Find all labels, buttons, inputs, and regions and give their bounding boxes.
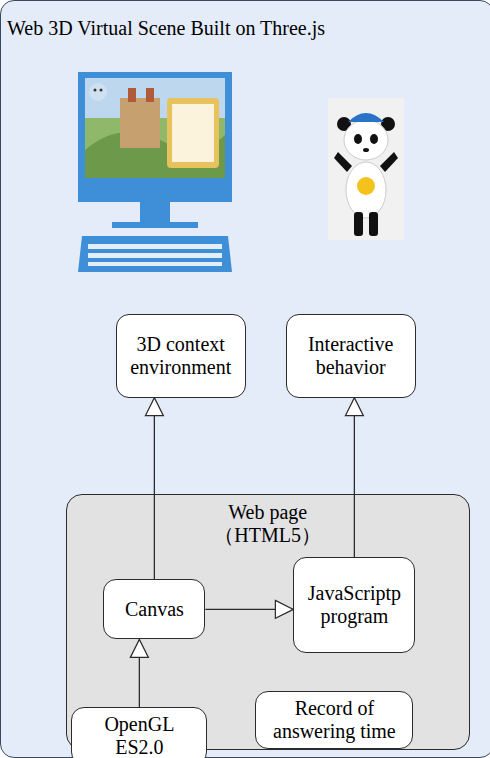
box-label: JavaScriptp program: [300, 582, 408, 628]
process-box: OpenGL ES2.0: [71, 707, 207, 758]
box-label: Record of answering time: [262, 697, 406, 743]
process-box: Record of answering time: [255, 691, 413, 749]
inheritance-arrow: [139, 639, 140, 707]
group-label: Web page （HTML5）: [198, 501, 338, 547]
process-box: 3D context environment: [116, 314, 246, 398]
panda-mascot: [328, 98, 404, 240]
box-label: OpenGL ES2.0: [78, 713, 200, 758]
inheritance-arrow: [154, 398, 155, 580]
box-label: Canvas: [125, 598, 184, 621]
webpage-group: Web page （HTML5） Canvas JavaScriptp progra…: [66, 494, 470, 750]
box-label: Interactive behavior: [293, 333, 409, 379]
inheritance-arrow: [354, 398, 355, 558]
computer-icon: [78, 72, 232, 272]
inheritance-arrow: [205, 609, 293, 610]
process-box: JavaScriptp program: [293, 557, 415, 653]
box-label: 3D context environment: [123, 333, 239, 379]
panel-title: Web 3D Virtual Scene Built on Three.js: [7, 17, 325, 40]
process-box: Canvas: [103, 579, 205, 639]
process-box: Interactive behavior: [286, 314, 416, 398]
